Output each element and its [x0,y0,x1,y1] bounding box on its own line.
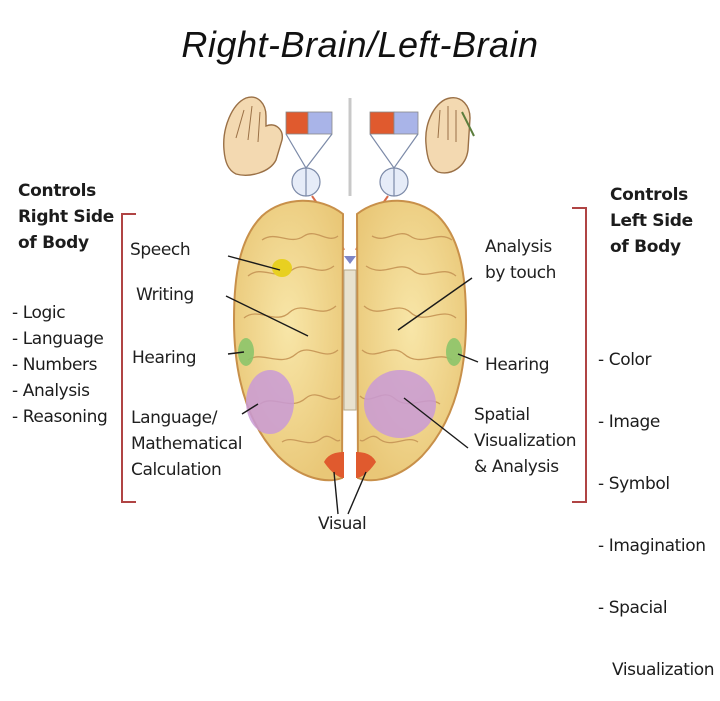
spatial-line: Spatial [474,405,530,425]
language-math-line: Mathematical [131,434,243,454]
left-bullet-list: - Logic - Language - Numbers - Analysis … [12,300,108,430]
left-bullet-item: - Reasoning [12,407,108,427]
visual-label: Visual [318,514,367,534]
spatial-label: Spatial Visualization & Analysis [474,402,577,480]
right-heading-line: Left Side [610,211,693,231]
right-hand-icon [425,97,475,174]
left-red-block [285,111,309,135]
right-heading-line: of Body [610,237,681,257]
right-bullet-item: Visualization [612,660,715,680]
right-heading-line: Controls [610,185,688,205]
brain-diagram [121,96,587,515]
right-purple-region [364,370,436,438]
spatial-line: Visualization [474,431,577,451]
analysis-touch-line: Analysis [485,237,552,257]
visual-pointers [333,471,367,515]
right-bracket [572,207,587,503]
slide-title: Right-Brain/Left-Brain [181,24,539,65]
hearing-label-right: Hearing [485,355,550,375]
writing-label: Writing [136,285,194,305]
right-blue-block [393,111,419,135]
left-bullet-item: - Logic [12,303,66,323]
hearing-label-left: Hearing [132,348,197,368]
left-pointers [225,255,309,415]
language-math-line: Language/ [131,408,218,428]
language-math-line: Calculation [131,460,222,480]
right-heading: Controls Left Side of Body [610,182,693,260]
right-pointers [397,277,479,449]
speech-label: Speech [130,240,191,260]
left-hand-icon [223,96,283,176]
right-bullet-item: - Symbol [598,474,670,494]
right-bullet-item: - Image [598,412,660,432]
brainstem [344,256,356,264]
right-visual-region [356,452,376,478]
left-heading-line: Right Side [18,207,115,227]
left-bullet-item: - Analysis [12,381,90,401]
left-purple-region [246,370,294,434]
left-heading: Controls Right Side of Body [18,178,114,256]
left-heading-line: Controls [18,181,96,201]
right-eye-icon [369,133,419,197]
left-green-region [238,338,254,366]
left-eye-icon [285,133,333,197]
left-heading-line: of Body [18,233,89,253]
analysis-touch-label: Analysis by touch [485,234,556,286]
left-bullet-item: - Numbers [12,355,98,375]
language-math-label: Language/ Mathematical Calculation [131,405,242,483]
yellow-region [272,259,292,277]
left-blue-block [307,111,333,135]
spatial-line: & Analysis [474,457,559,477]
right-bullet-item: - Spacial [598,598,668,618]
right-green-region [446,338,462,366]
analysis-touch-line: by touch [485,263,557,283]
left-visual-region [324,452,344,478]
left-bullet-item: - Language [12,329,104,349]
corpus-callosum [343,269,357,411]
left-bracket [121,213,136,503]
right-bullet-item: - Color [598,350,652,370]
right-red-block [369,111,395,135]
